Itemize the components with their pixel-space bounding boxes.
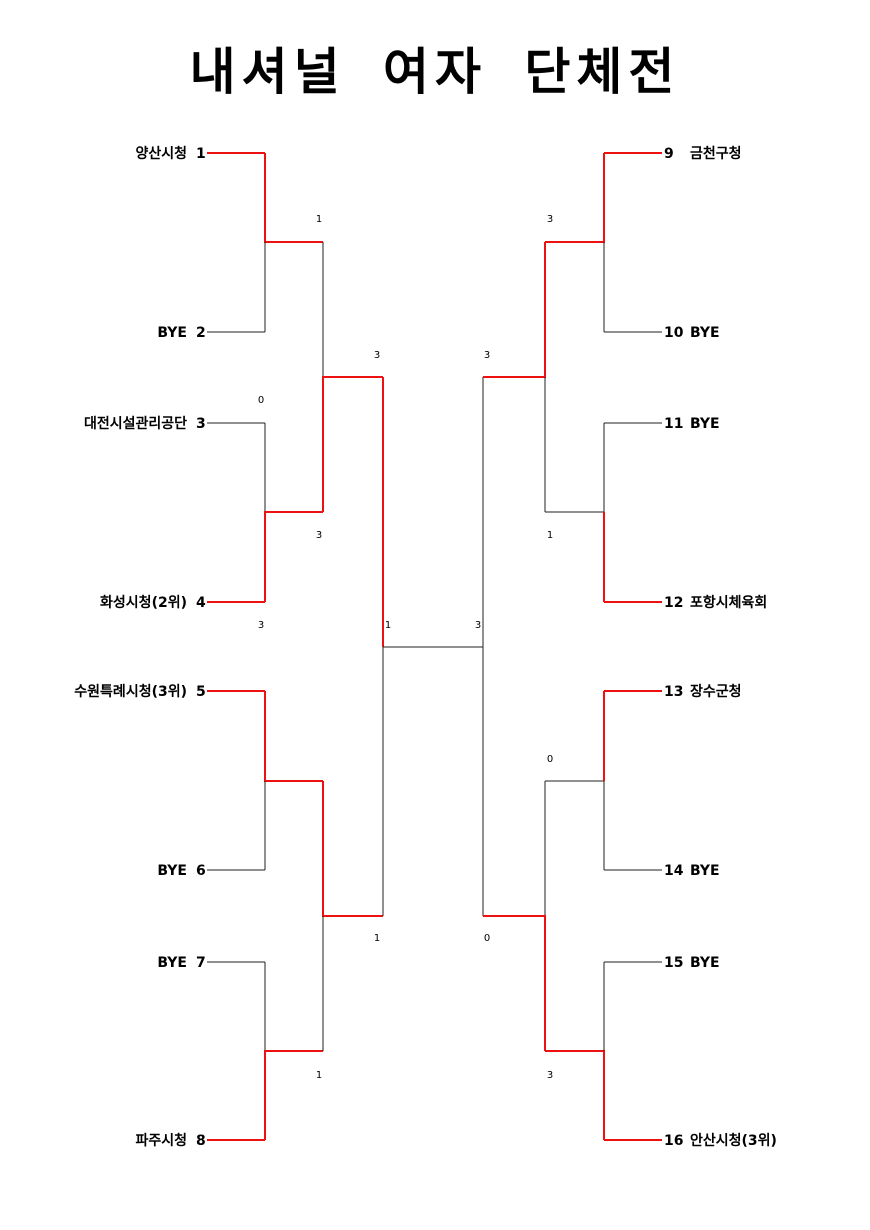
team-seed: 10 — [664, 325, 684, 341]
team-name: 금천구청 — [690, 146, 742, 162]
bracket-line — [322, 376, 383, 512]
team-seed: 14 — [664, 863, 684, 879]
match-score: 0 — [547, 754, 553, 765]
team-name: BYE — [690, 416, 720, 432]
team-seed: 2 — [196, 325, 206, 341]
team-name: 장수군청 — [690, 683, 742, 700]
team-name: BYE — [690, 325, 720, 341]
team-name: 안산시청(3위) — [690, 1132, 777, 1149]
team-seed: 15 — [664, 955, 683, 971]
team-seed: 9 — [664, 146, 674, 162]
match-score: 1 — [547, 530, 553, 541]
team-labels: 양산시청 1 BYE 2 대전시설관리공단 3 화성시청(2위) 4 수원특례시… — [74, 145, 777, 1149]
bracket-line — [264, 1050, 323, 1140]
score-labels: 1 0 3 3 1 3 1 1 3 3 0 3 1 0 3 — [258, 214, 553, 1081]
match-score: 0 — [258, 395, 264, 406]
team-seed: 3 — [196, 416, 206, 432]
team-name: 포항시체육회 — [690, 594, 767, 611]
bracket-line — [483, 242, 546, 378]
team-name: 화성시청(2위) — [100, 595, 187, 611]
team-seed: 1 — [196, 146, 206, 162]
team-name: 양산시청 — [135, 145, 187, 162]
team-name: BYE — [690, 955, 720, 971]
match-score: 3 — [547, 214, 553, 225]
team-name: 대전시설관리공단 — [84, 415, 187, 432]
team-seed: 11 — [664, 416, 683, 432]
bracket-line — [264, 153, 323, 243]
team-seed: 5 — [196, 684, 206, 700]
team-name: BYE — [157, 955, 187, 971]
team-seed: 8 — [196, 1133, 206, 1149]
team-seed: 12 — [664, 595, 683, 611]
bracket-line — [483, 915, 546, 1051]
match-score: 1 — [316, 214, 322, 225]
team-name: 수원특례시청(3위) — [74, 684, 187, 700]
match-score: 1 — [385, 620, 391, 631]
team-name: BYE — [157, 325, 187, 341]
bracket-lines — [207, 152, 662, 1141]
team-seed: 4 — [196, 595, 206, 611]
match-score: 0 — [484, 933, 490, 944]
match-score: 3 — [374, 350, 380, 361]
team-seed: 6 — [196, 863, 206, 879]
bracket-line — [545, 423, 605, 513]
bracket-line — [545, 153, 605, 243]
match-score: 3 — [475, 620, 481, 631]
team-name: 파주시청 — [135, 1133, 187, 1149]
match-score: 3 — [258, 620, 264, 631]
page-title: 내셔널 여자 단체전 — [189, 43, 681, 101]
team-seed: 13 — [664, 684, 683, 700]
bracket-line — [322, 781, 383, 917]
match-score: 1 — [374, 933, 380, 944]
team-seed: 7 — [196, 955, 206, 971]
team-name: BYE — [157, 863, 187, 879]
bracket-line — [264, 691, 323, 782]
match-score: 1 — [316, 1070, 322, 1081]
match-score: 3 — [316, 530, 322, 541]
match-score: 3 — [484, 350, 490, 361]
match-score: 3 — [547, 1070, 553, 1081]
bracket-line — [545, 1050, 605, 1140]
team-name: BYE — [690, 863, 720, 879]
bracket-line — [264, 511, 323, 602]
team-seed: 16 — [664, 1133, 683, 1149]
